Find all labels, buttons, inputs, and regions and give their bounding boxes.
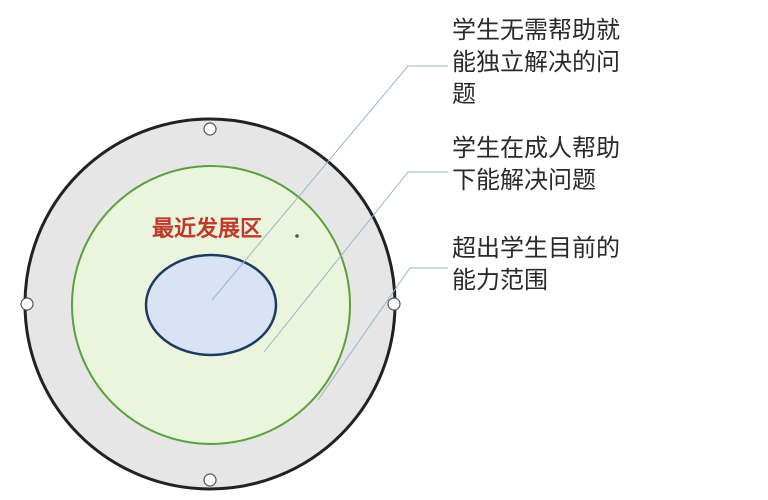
- label-independent-line-1: 学生无需帮助就: [452, 16, 620, 44]
- label-independent: 学生无需帮助就 能独立解决的问 题: [452, 14, 620, 110]
- cursor-dot: [295, 234, 299, 238]
- label-with-help: 学生在成人帮助 下能解决问题: [452, 132, 620, 196]
- label-with-help-line-2: 下能解决问题: [452, 166, 596, 194]
- handle-top[interactable]: [203, 122, 217, 136]
- handle-right[interactable]: [387, 297, 401, 311]
- handle-bottom[interactable]: [203, 473, 217, 487]
- label-beyond-line-1: 超出学生目前的: [452, 234, 620, 262]
- label-independent-line-2: 能独立解决的问: [452, 48, 620, 76]
- label-with-help-line-1: 学生在成人帮助: [452, 134, 620, 162]
- handle-left[interactable]: [20, 297, 34, 311]
- leader-line-beyond: [317, 267, 448, 401]
- label-beyond: 超出学生目前的 能力范围: [452, 232, 620, 296]
- zpd-title: 最近发展区: [152, 216, 263, 242]
- inner-ellipse: [144, 253, 278, 357]
- label-independent-line-3: 题: [452, 80, 476, 108]
- leader-line-with-help: [263, 171, 448, 353]
- label-beyond-line-2: 能力范围: [452, 266, 548, 294]
- leader-line-independent: [211, 65, 448, 301]
